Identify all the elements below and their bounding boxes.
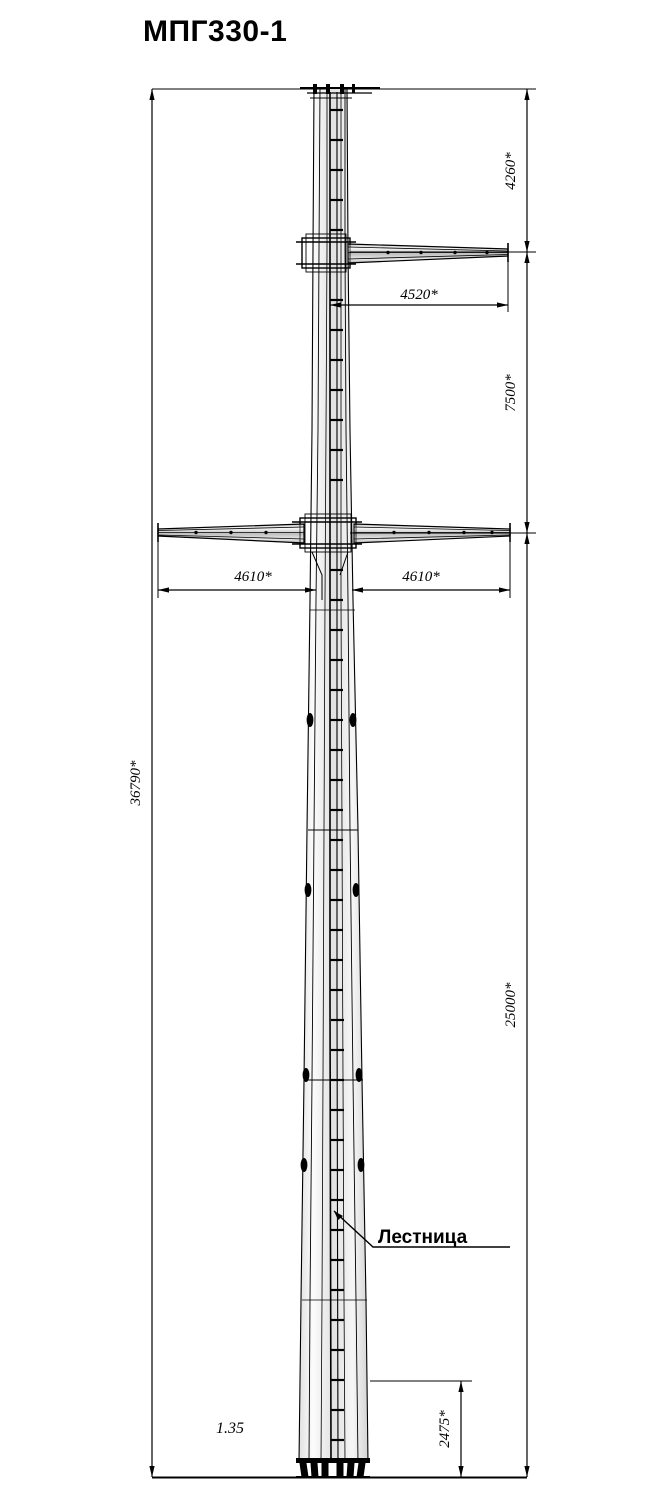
dim-base-section: 2475* (370, 1380, 472, 1477)
dim-lower-arms: 4610* 4610* (157, 538, 511, 598)
dim-middle-section: 7500* (350, 252, 536, 534)
dim-label-lower-arm-left: 4610* (234, 569, 272, 585)
dim-label-top-section: 4260* (503, 152, 519, 190)
dim-label-total-height: 36790* (128, 760, 144, 807)
page-title: МПГ330-1 (143, 15, 288, 48)
dim-label-base-section: 2475* (437, 1410, 453, 1448)
callout-ladder-label: Лестница (378, 1227, 468, 1248)
mast-shaft (298, 87, 369, 1463)
dim-top-section: 4260* (340, 88, 536, 253)
upper-crossarm (296, 233, 509, 273)
dim-label-middle-section: 7500* (503, 374, 519, 412)
scale-label: 1.35 (216, 1420, 244, 1437)
dim-upper-arm: 4520* (329, 258, 509, 312)
callout-ladder: Лестница (333, 1210, 510, 1248)
ladder (329, 92, 344, 1461)
dim-total-height: 36790* (128, 88, 326, 1478)
base-flange (296, 1458, 370, 1478)
dim-label-lower-section: 25000* (503, 982, 519, 1028)
ladder-rungs (330, 108, 344, 1442)
dim-lower-section: 25000* (503, 533, 530, 1477)
dim-label-lower-arm-right: 4610* (402, 569, 440, 585)
dim-label-upper-arm: 4520* (400, 287, 438, 303)
